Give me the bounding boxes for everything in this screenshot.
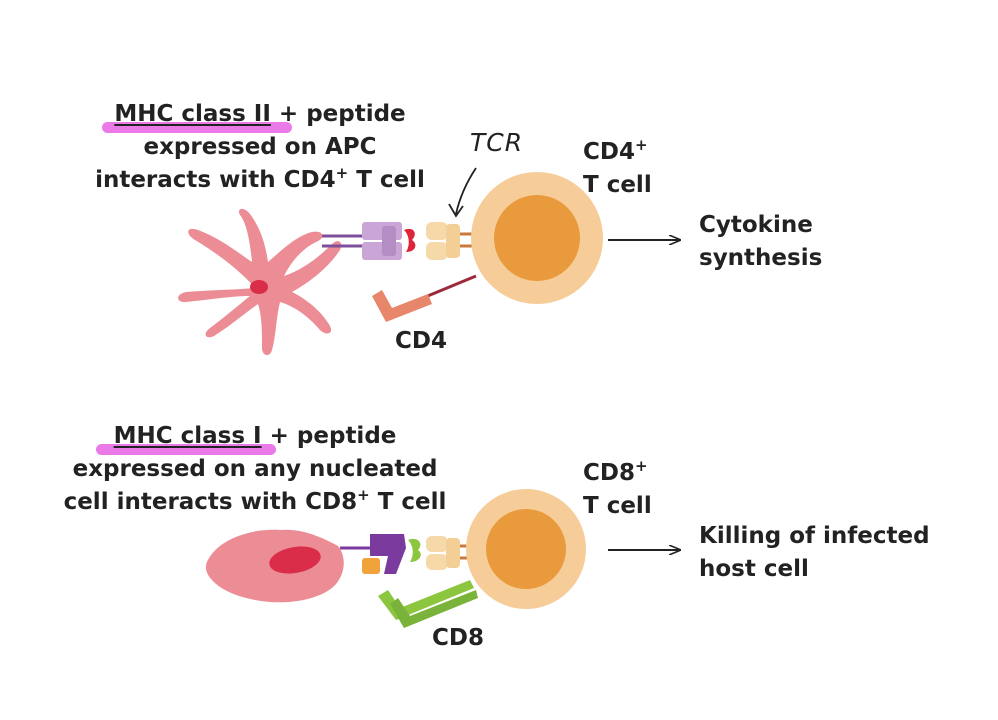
mhc1-label: MHC class I <box>113 423 262 449</box>
mhc-class-2-molecule <box>322 222 402 260</box>
peptide-green <box>408 538 421 562</box>
cytokine-outcome-label: Cytokine synthesis <box>699 212 823 271</box>
tcr-handwritten-arrow <box>455 167 477 215</box>
cd4-t-cell-nucleus <box>494 195 580 281</box>
mhc-class-1-molecule <box>340 534 406 574</box>
highlight-mhc2 <box>102 122 292 133</box>
cd8-coreceptor <box>378 580 478 628</box>
bottom-caption-line3: cell interacts with CD8+ T cell <box>63 486 447 516</box>
top-caption-line1-rest: + peptide <box>270 101 406 127</box>
tcr-arrowhead <box>448 203 464 218</box>
top-caption-line2: expressed on APC <box>143 134 377 160</box>
cd4-coreceptor <box>372 274 477 322</box>
tcr-bottom <box>426 536 486 570</box>
bottom-caption-line2: expressed on any nucleated <box>72 456 438 482</box>
apc-dendritic-cell <box>178 208 342 356</box>
tcr-handwritten-label: TCR <box>470 128 524 157</box>
killing-outcome-label: Killing of infected host cell <box>699 523 930 582</box>
cd8-coreceptor-label: CD8 <box>432 625 484 651</box>
infected-host-cell <box>205 529 344 603</box>
cd4-tcell-label: CD4+ T cell <box>583 136 652 199</box>
mhc2-label: MHC class II <box>114 101 271 127</box>
top-caption: MHC class II + peptide expressed on APC … <box>70 98 450 197</box>
bottom-caption: MHC class I + peptide expressed on any n… <box>28 420 482 519</box>
bottom-caption-line1: MHC class I + peptide <box>113 423 397 449</box>
cd4-t-cell <box>471 172 603 304</box>
peptide-red <box>404 228 416 252</box>
cd8-t-cell <box>466 489 586 609</box>
cd8-t-cell-nucleus <box>486 509 566 589</box>
top-caption-line3: interacts with CD4+ T cell <box>95 164 425 194</box>
top-caption-line1: MHC class II + peptide <box>70 98 450 131</box>
apc-nucleus <box>250 280 268 294</box>
highlight-mhc1 <box>96 444 276 455</box>
host-cell-nucleus <box>269 546 321 574</box>
cd8-tcell-label: CD8+ T cell <box>583 457 652 520</box>
cd4-coreceptor-label: CD4 <box>395 328 447 354</box>
